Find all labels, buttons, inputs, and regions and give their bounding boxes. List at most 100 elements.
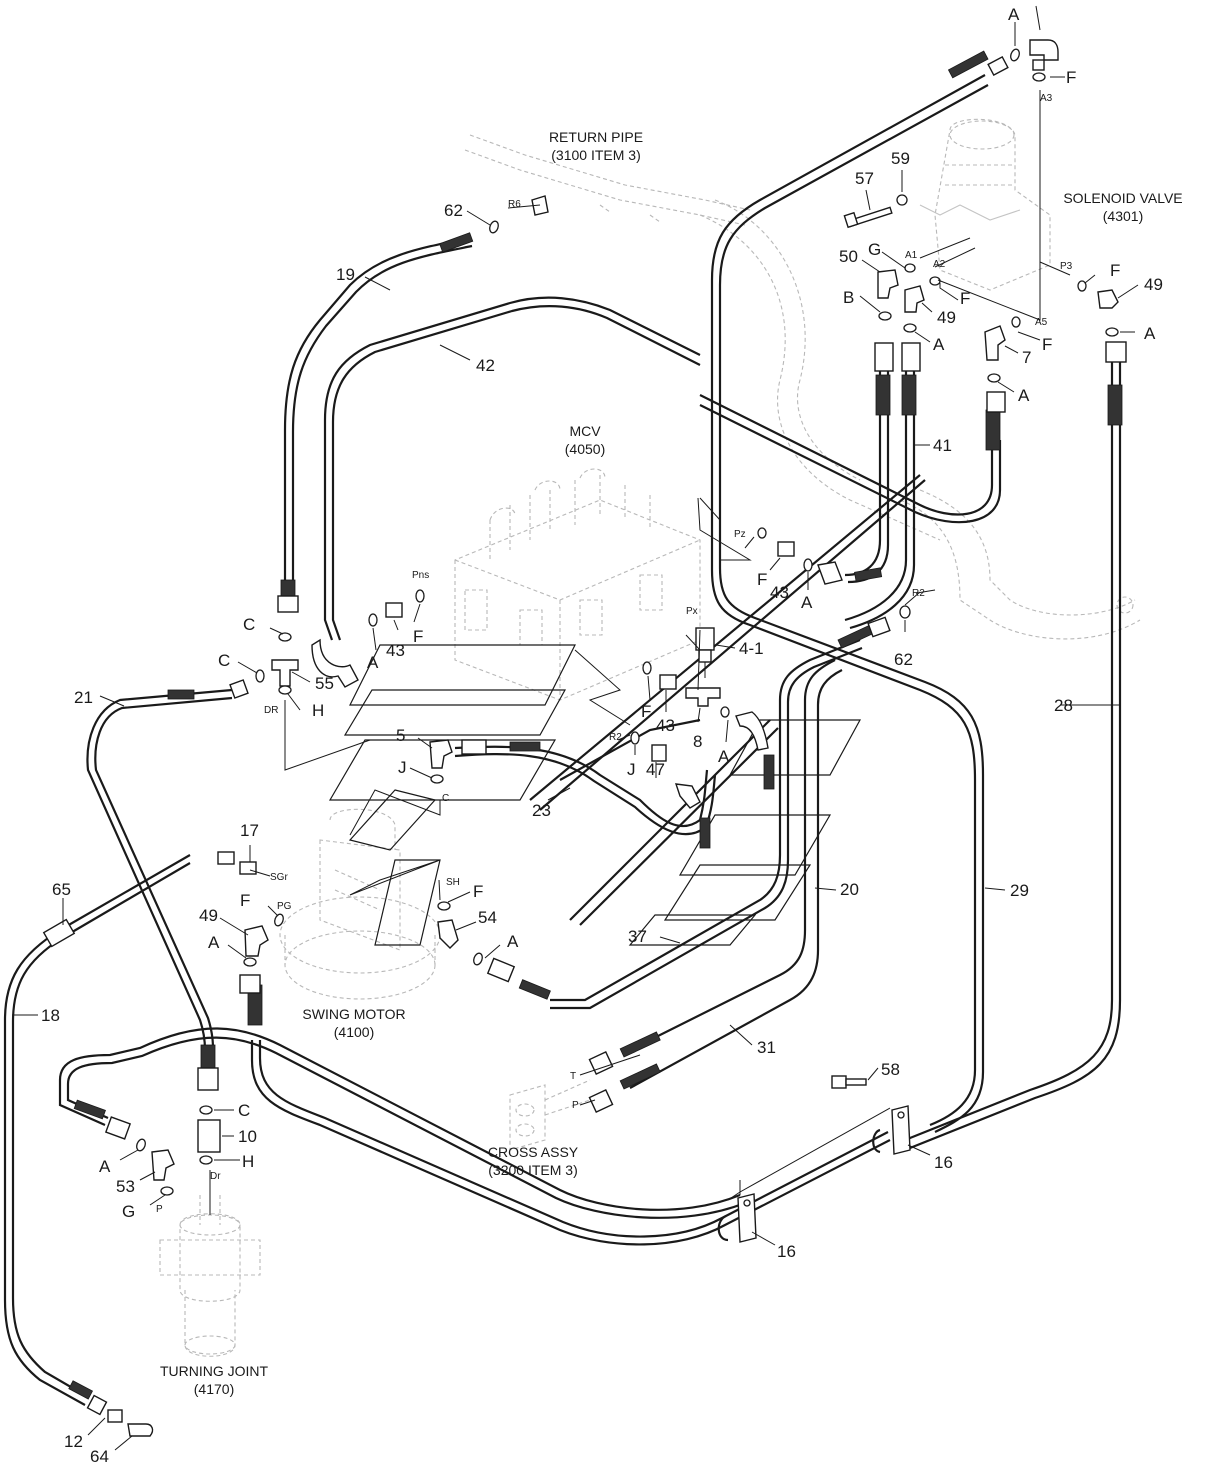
part-49-solenoid: 49 (937, 308, 956, 327)
part-57: 57 (855, 169, 874, 188)
o-rings (136, 48, 1119, 1196)
part-20: 20 (840, 880, 859, 899)
connector-fitting-icon (651, 744, 667, 762)
part-62-upper: 62 (444, 201, 463, 220)
mcv-phantom (454, 468, 701, 701)
seal-j-upper: J (398, 758, 407, 777)
part-5: 5 (396, 726, 405, 745)
seal-a-49-swing: A (208, 933, 220, 952)
part-42: 42 (476, 356, 495, 375)
seal-g-lower: G (122, 1202, 135, 1221)
mcv-label: MCV (569, 423, 601, 439)
port-a1: A1 (905, 250, 918, 261)
part-53: 53 (116, 1177, 135, 1196)
part-28: 28 (1054, 696, 1073, 715)
port-pz: Pz (734, 529, 746, 540)
part-43-pz: 43 (770, 583, 789, 602)
part-43-mcv: 43 (386, 641, 405, 660)
port-pg: PG (277, 901, 292, 912)
seal-f-px: F (641, 702, 651, 721)
leader-lines (12, 5, 1139, 1451)
part-21: 21 (74, 688, 93, 707)
seal-f-sh: F (473, 882, 483, 901)
part-23: 23 (532, 801, 551, 820)
seal-a-53: A (99, 1157, 111, 1176)
port-a5: A5 (1035, 317, 1048, 328)
seal-c-lower: C (218, 651, 230, 670)
seal-a-swing: A (507, 932, 519, 951)
port-sh: SH (446, 877, 460, 888)
seal-f-a5: F (1042, 335, 1052, 354)
elbow-fitting-icon (1029, 39, 1059, 71)
part-62-lower: 62 (894, 650, 913, 669)
part-43-px: 43 (656, 716, 675, 735)
seal-g-upper: G (868, 240, 881, 259)
port-dr-upper: DR (264, 705, 278, 716)
elbow-fitting-icon (1097, 289, 1119, 309)
port-pns: Pns (412, 570, 429, 581)
bracket-clamp-icon (717, 1193, 757, 1243)
part-16-lower: 16 (777, 1242, 796, 1261)
elbow-fitting-icon (437, 919, 459, 949)
part-41: 41 (933, 436, 952, 455)
seal-f-top: F (1066, 68, 1076, 87)
cross-assy-phantom (509, 1079, 591, 1151)
return-pipe-ref: (3100 ITEM 3) (551, 147, 640, 163)
phantom-components (159, 118, 1141, 1357)
cap-fitting-icon (127, 1423, 154, 1437)
hose-crimps (68, 50, 1123, 1400)
seal-a-top: A (1008, 5, 1020, 24)
elbow-fitting-icon (151, 1149, 175, 1181)
port-p-lower: P (156, 1204, 163, 1215)
elbow-fitting-icon (904, 285, 925, 313)
seal-a-pz: A (801, 593, 813, 612)
turning-joint-ref: (4170) (194, 1381, 234, 1397)
seal-c-10: C (238, 1101, 250, 1120)
bolt-icon (843, 206, 893, 229)
part-18: 18 (41, 1006, 60, 1025)
part-49-swing: 49 (199, 906, 218, 925)
part-10: 10 (238, 1127, 257, 1146)
port-c-small: C (442, 793, 449, 804)
part-58: 58 (881, 1060, 900, 1079)
mounting-plates (284, 644, 862, 946)
port-r6: R6 (508, 199, 521, 210)
swing-motor-label: SWING MOTOR (302, 1006, 405, 1022)
part-37: 37 (628, 927, 647, 946)
connector-fitting-icon (107, 1409, 123, 1423)
port-r2-lower: R2 (609, 732, 622, 743)
solenoid-valve-label: SOLENOID VALVE (1063, 190, 1182, 206)
connector-fitting-icon (777, 541, 795, 557)
bolt-icon (831, 1075, 867, 1089)
hoses (3, 74, 1122, 1406)
seal-a-49: A (933, 335, 945, 354)
swing-motor-phantom (279, 808, 441, 1000)
seal-f-p3: F (1110, 261, 1120, 280)
part-59: 59 (891, 149, 910, 168)
part-55: 55 (315, 674, 334, 693)
port-sgr: SGr (270, 872, 288, 883)
part-54: 54 (478, 908, 497, 927)
seal-a-7: A (1018, 386, 1030, 405)
port-a3: A3 (1040, 93, 1053, 104)
part-8: 8 (693, 732, 702, 751)
turning-joint-label: TURNING JOINT (160, 1363, 269, 1379)
seal-f-pg: F (240, 891, 250, 910)
part-64: 64 (90, 1447, 109, 1466)
part-49-right: 49 (1144, 275, 1163, 294)
tee-fitting-icon (685, 687, 721, 707)
seal-j-lower: J (627, 760, 636, 779)
part-47: 47 (646, 760, 665, 779)
check-valve-icon (197, 1119, 221, 1153)
port-t: T (570, 1071, 576, 1082)
cross-assy-ref: (3200 ITEM 3) (488, 1162, 577, 1178)
part-number-callouts: 4-1 5 7 8 10 12 16 16 17 18 19 20 21 23 … (41, 149, 1163, 1466)
seal-a-8: A (718, 747, 730, 766)
pressure-switch-icon (695, 627, 715, 678)
part-50: 50 (839, 247, 858, 266)
elbow-fitting-icon (877, 269, 899, 299)
part-4-1: 4-1 (739, 639, 764, 658)
connector-fitting-icon (385, 602, 403, 618)
part-12: 12 (64, 1432, 83, 1451)
